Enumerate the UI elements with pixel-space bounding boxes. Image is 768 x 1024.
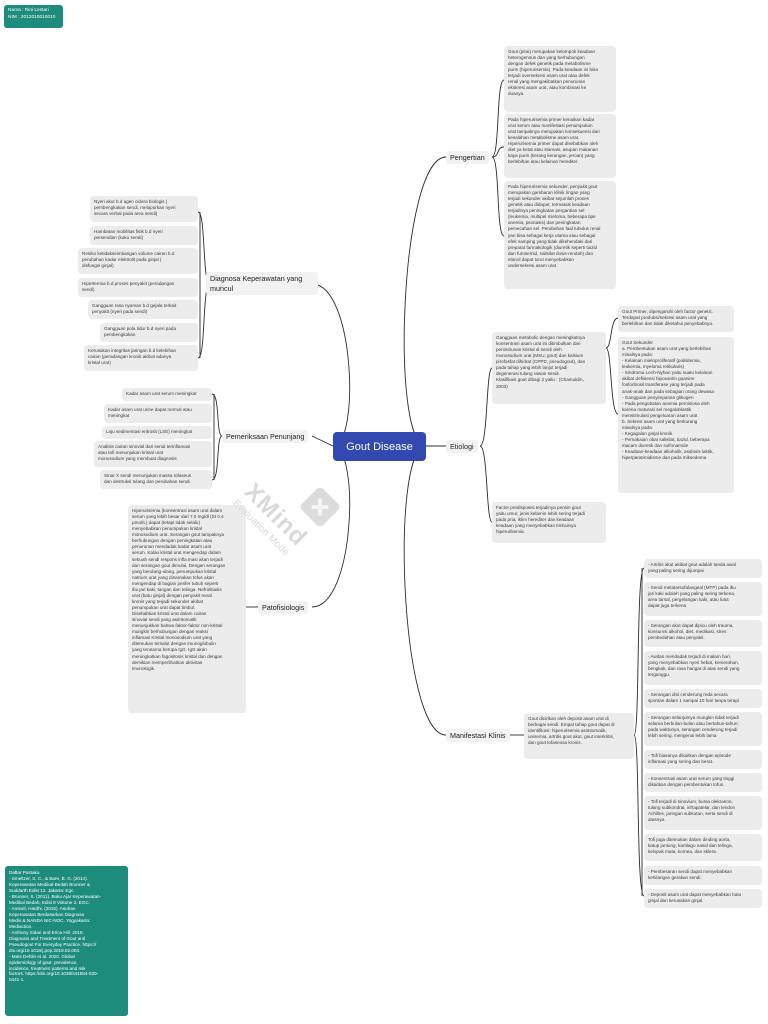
- branch-manifestasi-klinis[interactable]: Manifestasi Klinis: [446, 729, 510, 742]
- student-info-tag: Nama : Rini Lestari NIM : 2012010010010: [4, 5, 63, 28]
- branch-diagnosa-keperawatan[interactable]: Diagnosa Keperawatan yang muncul: [206, 272, 318, 296]
- manifestasi-item[interactable]: - Deposit asam urat dapat menyebabkan ba…: [644, 889, 762, 908]
- manifestasi-item[interactable]: - Serangan selanjutnya mungkin tidak ter…: [644, 712, 762, 746]
- daftar-pustaka-note[interactable]: Daftar Pustaka - Smeltzer, S. C., & Bare…: [5, 866, 128, 1016]
- manifestasi-item[interactable]: - Artritis akut akibat gout adalah tanda…: [644, 559, 762, 578]
- central-topic[interactable]: Gout Disease: [333, 432, 426, 461]
- branch-pemeriksaan-penunjang[interactable]: Pemeriksaan Penunjang: [222, 430, 309, 443]
- manifestasi-item[interactable]: Tofi juga ditemukan dalam dinding aorta,…: [644, 834, 762, 861]
- pemeriksaan-item[interactable]: Analisis cairan sinovial dari sendi teri…: [94, 441, 212, 467]
- branch-etiologi[interactable]: Etiologi: [446, 440, 478, 453]
- etiologi-main-note[interactable]: Gangguan metabolic dengan meningkatnya k…: [492, 332, 606, 404]
- student-nim: NIM : 2012010010010: [8, 14, 56, 20]
- manifestasi-item[interactable]: - Konsentrasi asam urat serum yang tingg…: [644, 773, 762, 792]
- student-name: Nama : Rini Lestari: [8, 8, 49, 13]
- pemeriksaan-item[interactable]: Kadar asam urat serum meningkat: [122, 388, 212, 401]
- pemeriksaan-item[interactable]: Sinar X sendi menunjukan massa tofaseus …: [100, 470, 212, 489]
- etiologi-gout-sekunder[interactable]: Gout Sekunder a. Pembentukan asam urat y…: [618, 337, 734, 493]
- manifestasi-main-note[interactable]: Gout dicirikan oleh deposit asam urat di…: [524, 713, 634, 759]
- diagnosa-item[interactable]: Hambatan mobilitas fisik b.d nyeri perse…: [90, 226, 198, 245]
- pemeriksaan-item[interactable]: Laju sedimentasi eritrosit (LSE) meningk…: [102, 426, 212, 439]
- patofisiologis-note[interactable]: Hiperurisemia (konsentrasi asam urat dal…: [128, 505, 246, 713]
- manifestasi-item[interactable]: - Tofi biasanya dikaitkan dengan episode…: [644, 750, 762, 769]
- manifestasi-item[interactable]: - Sendi metatarsofalangeal (MTP) pada ib…: [644, 582, 762, 616]
- branch-pengertian[interactable]: Pengertian: [446, 151, 489, 164]
- diagnosa-item[interactable]: Gangguan pola tidur b.d nyeri pada pembe…: [100, 323, 198, 342]
- pengertian-note-3[interactable]: Pada hiperurisemia sekunder, penyakit go…: [504, 181, 616, 289]
- diagnosa-item[interactable]: Hipertermia b.d proses penyakit (peradan…: [78, 278, 198, 297]
- manifestasi-item[interactable]: - Serangan akut dapat dipicu oleh trauma…: [644, 620, 762, 647]
- etiologi-predisposisi[interactable]: Factor predisposisi terjadinya pensin go…: [492, 502, 606, 543]
- diagnosa-item[interactable]: Gangguan rasa nyaman b.d gejala terkait …: [88, 300, 198, 319]
- pemeriksaan-item[interactable]: Kadar asam urat urine dapat normal atau …: [104, 404, 212, 423]
- diagnosa-item[interactable]: Kerusakan integritas jaringan b.d kelebi…: [84, 345, 198, 371]
- etiologi-gout-primer[interactable]: Gout Primer, dipengaruhi oleh factor gen…: [618, 306, 734, 332]
- pengertian-note-1[interactable]: Gout (pirai) merupakan kelompok keadaan …: [504, 46, 616, 112]
- manifestasi-item[interactable]: - Pembesaran sendi dapat menyebabkan keh…: [644, 866, 762, 885]
- xmind-logo-icon: [298, 485, 342, 529]
- pengertian-note-2[interactable]: Pada hiperurisemia primer kenaikan kadar…: [504, 114, 616, 178]
- manifestasi-item[interactable]: - Serangan dini cenderung reda secara sp…: [644, 689, 762, 708]
- manifestasi-item[interactable]: - Awitan mendadak terjadi di malam hari,…: [644, 651, 762, 685]
- manifestasi-item[interactable]: - Tofi terjadi di sinovium, bursa olekra…: [644, 796, 762, 830]
- diagnosa-item[interactable]: Nyeri akut b.d agen cidera biologis ( pe…: [90, 196, 198, 222]
- diagnosa-item[interactable]: Resiko ketidakseimbangan volume cairan b…: [78, 248, 198, 274]
- branch-patofisiologis[interactable]: Patofisiologis: [258, 601, 309, 614]
